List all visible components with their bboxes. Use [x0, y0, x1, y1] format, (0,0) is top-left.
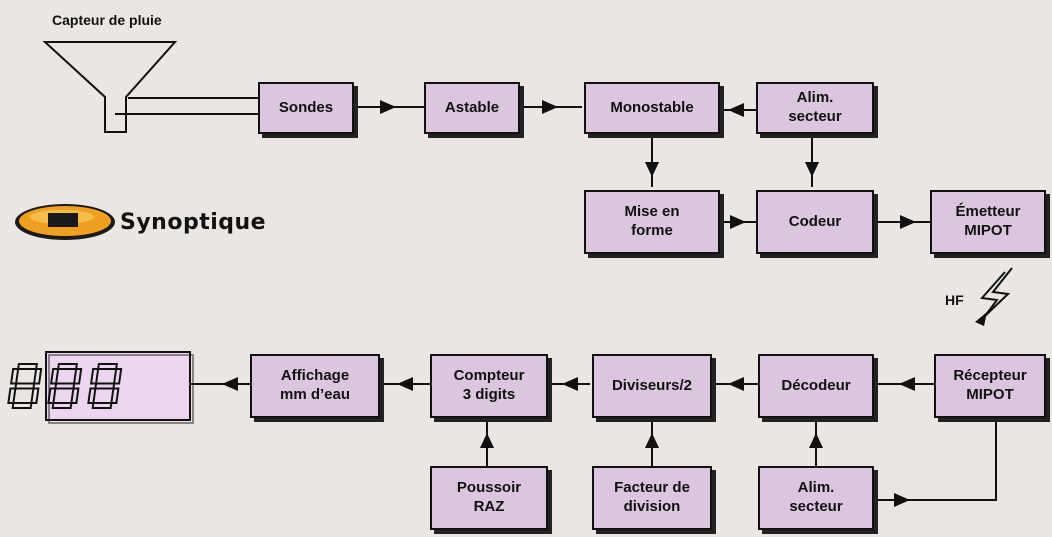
arrow-alim-decodeur — [809, 420, 823, 466]
display-segment — [51, 402, 73, 409]
block-alim-bottom: Alim. secteur — [758, 466, 874, 530]
arrow-astable-monostable — [520, 100, 582, 114]
arrow-miseenforme-codeur — [720, 215, 756, 229]
block-codeur: Codeur — [756, 190, 874, 254]
arrow-recepteur-decodeur — [874, 377, 934, 391]
display-segment — [54, 382, 76, 390]
display-segment — [94, 382, 116, 390]
block-emetteur: Émetteur MIPOT — [930, 190, 1046, 254]
display-segment — [30, 387, 40, 404]
arrow-facteur-diviseurs — [645, 420, 659, 466]
arrow-alim-codeur — [805, 138, 819, 187]
block-diviseurs: Diviseurs/2 — [592, 354, 712, 418]
arrow-alim-monostable — [720, 103, 756, 117]
arrow-recepteur-alim — [874, 418, 997, 507]
arrow-compteur-affichage — [380, 377, 430, 391]
block-compteur: Compteur 3 digits — [430, 354, 548, 418]
block-monostable: Monostable — [584, 82, 720, 134]
display-digit — [87, 363, 123, 409]
seven-segment-display — [7, 351, 194, 424]
display-digit — [7, 363, 43, 409]
block-mise-en-forme: Mise en forme — [584, 190, 720, 254]
display-segment — [96, 363, 118, 370]
diagram-title: Synoptique — [120, 210, 267, 235]
arrow-sondes-astable — [353, 100, 424, 114]
display-segment — [32, 368, 43, 385]
hf-lightning-icon — [975, 267, 1013, 326]
display-segment — [110, 387, 120, 404]
display-segment — [11, 402, 33, 409]
arrow-monostable-miseenforme — [645, 138, 659, 187]
rain-sensor-label: Capteur de pluie — [52, 12, 162, 28]
display-segment — [87, 387, 97, 404]
block-decodeur: Décodeur — [758, 354, 874, 418]
display-segment — [9, 368, 20, 385]
rain-sensor-funnel-icon — [42, 41, 258, 133]
arrow-decodeur-diviseurs — [712, 377, 758, 391]
arrow-poussoir-compteur — [480, 420, 494, 466]
display-segment — [56, 363, 78, 370]
display-segment — [14, 382, 36, 390]
display-segment — [91, 402, 113, 409]
display-segment — [47, 387, 57, 404]
display-segment — [72, 368, 83, 385]
block-facteur: Facteur de division — [592, 466, 712, 530]
display-segment — [70, 387, 80, 404]
block-alim-top: Alim. secteur — [756, 82, 874, 134]
display-segment — [112, 368, 123, 385]
block-astable: Astable — [424, 82, 520, 134]
block-recepteur: Récepteur MIPOT — [934, 354, 1046, 418]
figure-badge-icon — [15, 204, 115, 240]
block-sondes: Sondes — [258, 82, 354, 134]
display-segment — [7, 387, 17, 404]
arrow-codeur-emetteur — [874, 215, 930, 229]
block-poussoir: Poussoir RAZ — [430, 466, 548, 530]
block-affichage: Affichage mm d’eau — [250, 354, 380, 418]
display-segment — [16, 363, 38, 370]
display-segment — [49, 368, 60, 385]
hf-label: HF — [945, 292, 964, 308]
arrow-diviseurs-compteur — [548, 377, 590, 391]
display-segment — [89, 368, 100, 385]
arrow-affichage-display — [190, 377, 250, 391]
display-digit — [47, 363, 83, 409]
